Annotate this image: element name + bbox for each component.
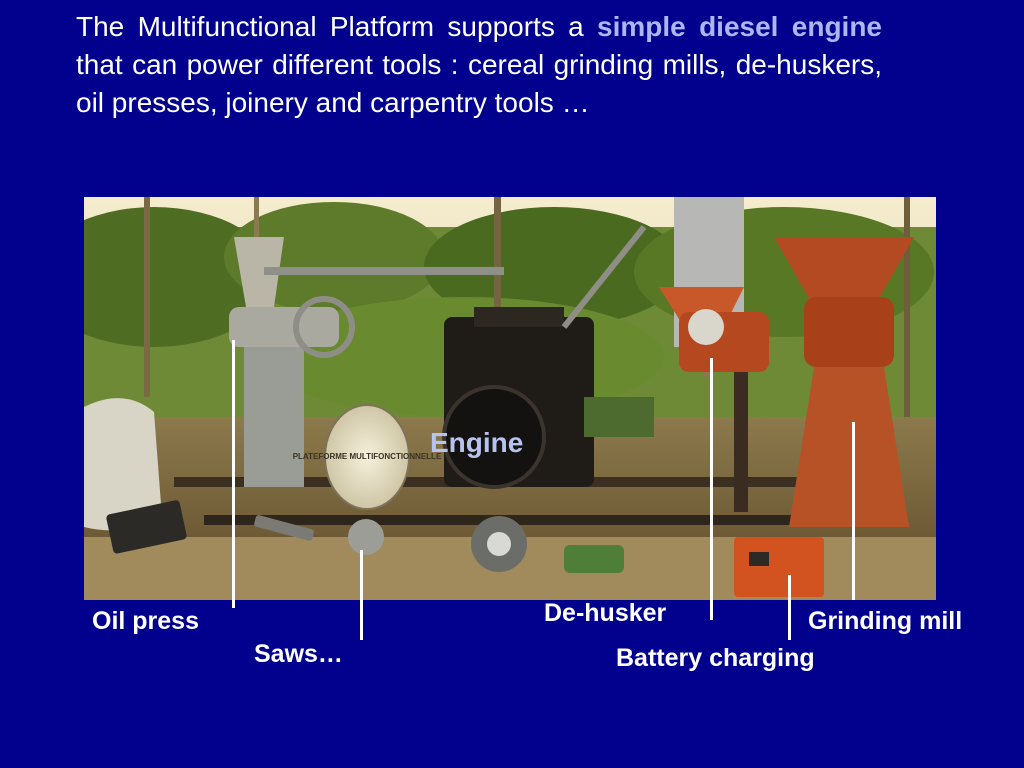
de-husker-label: De-husker bbox=[544, 599, 667, 627]
de-husker-leader bbox=[710, 358, 713, 620]
oil-press-label: Oil press bbox=[92, 607, 199, 635]
platform-disc bbox=[324, 404, 410, 510]
engine-label: Engine bbox=[430, 427, 524, 458]
intro-text-start: The Multifunctional Platform supports a bbox=[76, 11, 598, 42]
battery-charger bbox=[734, 537, 824, 597]
intro-paragraph: The Multifunctional Platform supports a … bbox=[76, 8, 882, 122]
battery-charging-label: Battery charging bbox=[616, 644, 815, 672]
battery-charging-leader bbox=[788, 575, 791, 640]
grinding-mill-label: Grinding mill bbox=[808, 607, 963, 635]
grinding-mill-leader bbox=[852, 422, 855, 600]
intro-text-end: that can power different tools : cereal … bbox=[76, 49, 882, 118]
oil-press-leader bbox=[232, 340, 235, 608]
platform-photo: PLATEFORME MULTIFONCTIONNELLE bbox=[84, 197, 936, 600]
intro-highlight: simple diesel engine bbox=[597, 11, 883, 42]
saws-leader bbox=[360, 550, 363, 640]
platform-disc-text: PLATEFORME MULTIFONCTIONNELLE bbox=[293, 452, 442, 461]
saws-label: Saws… bbox=[254, 640, 343, 668]
